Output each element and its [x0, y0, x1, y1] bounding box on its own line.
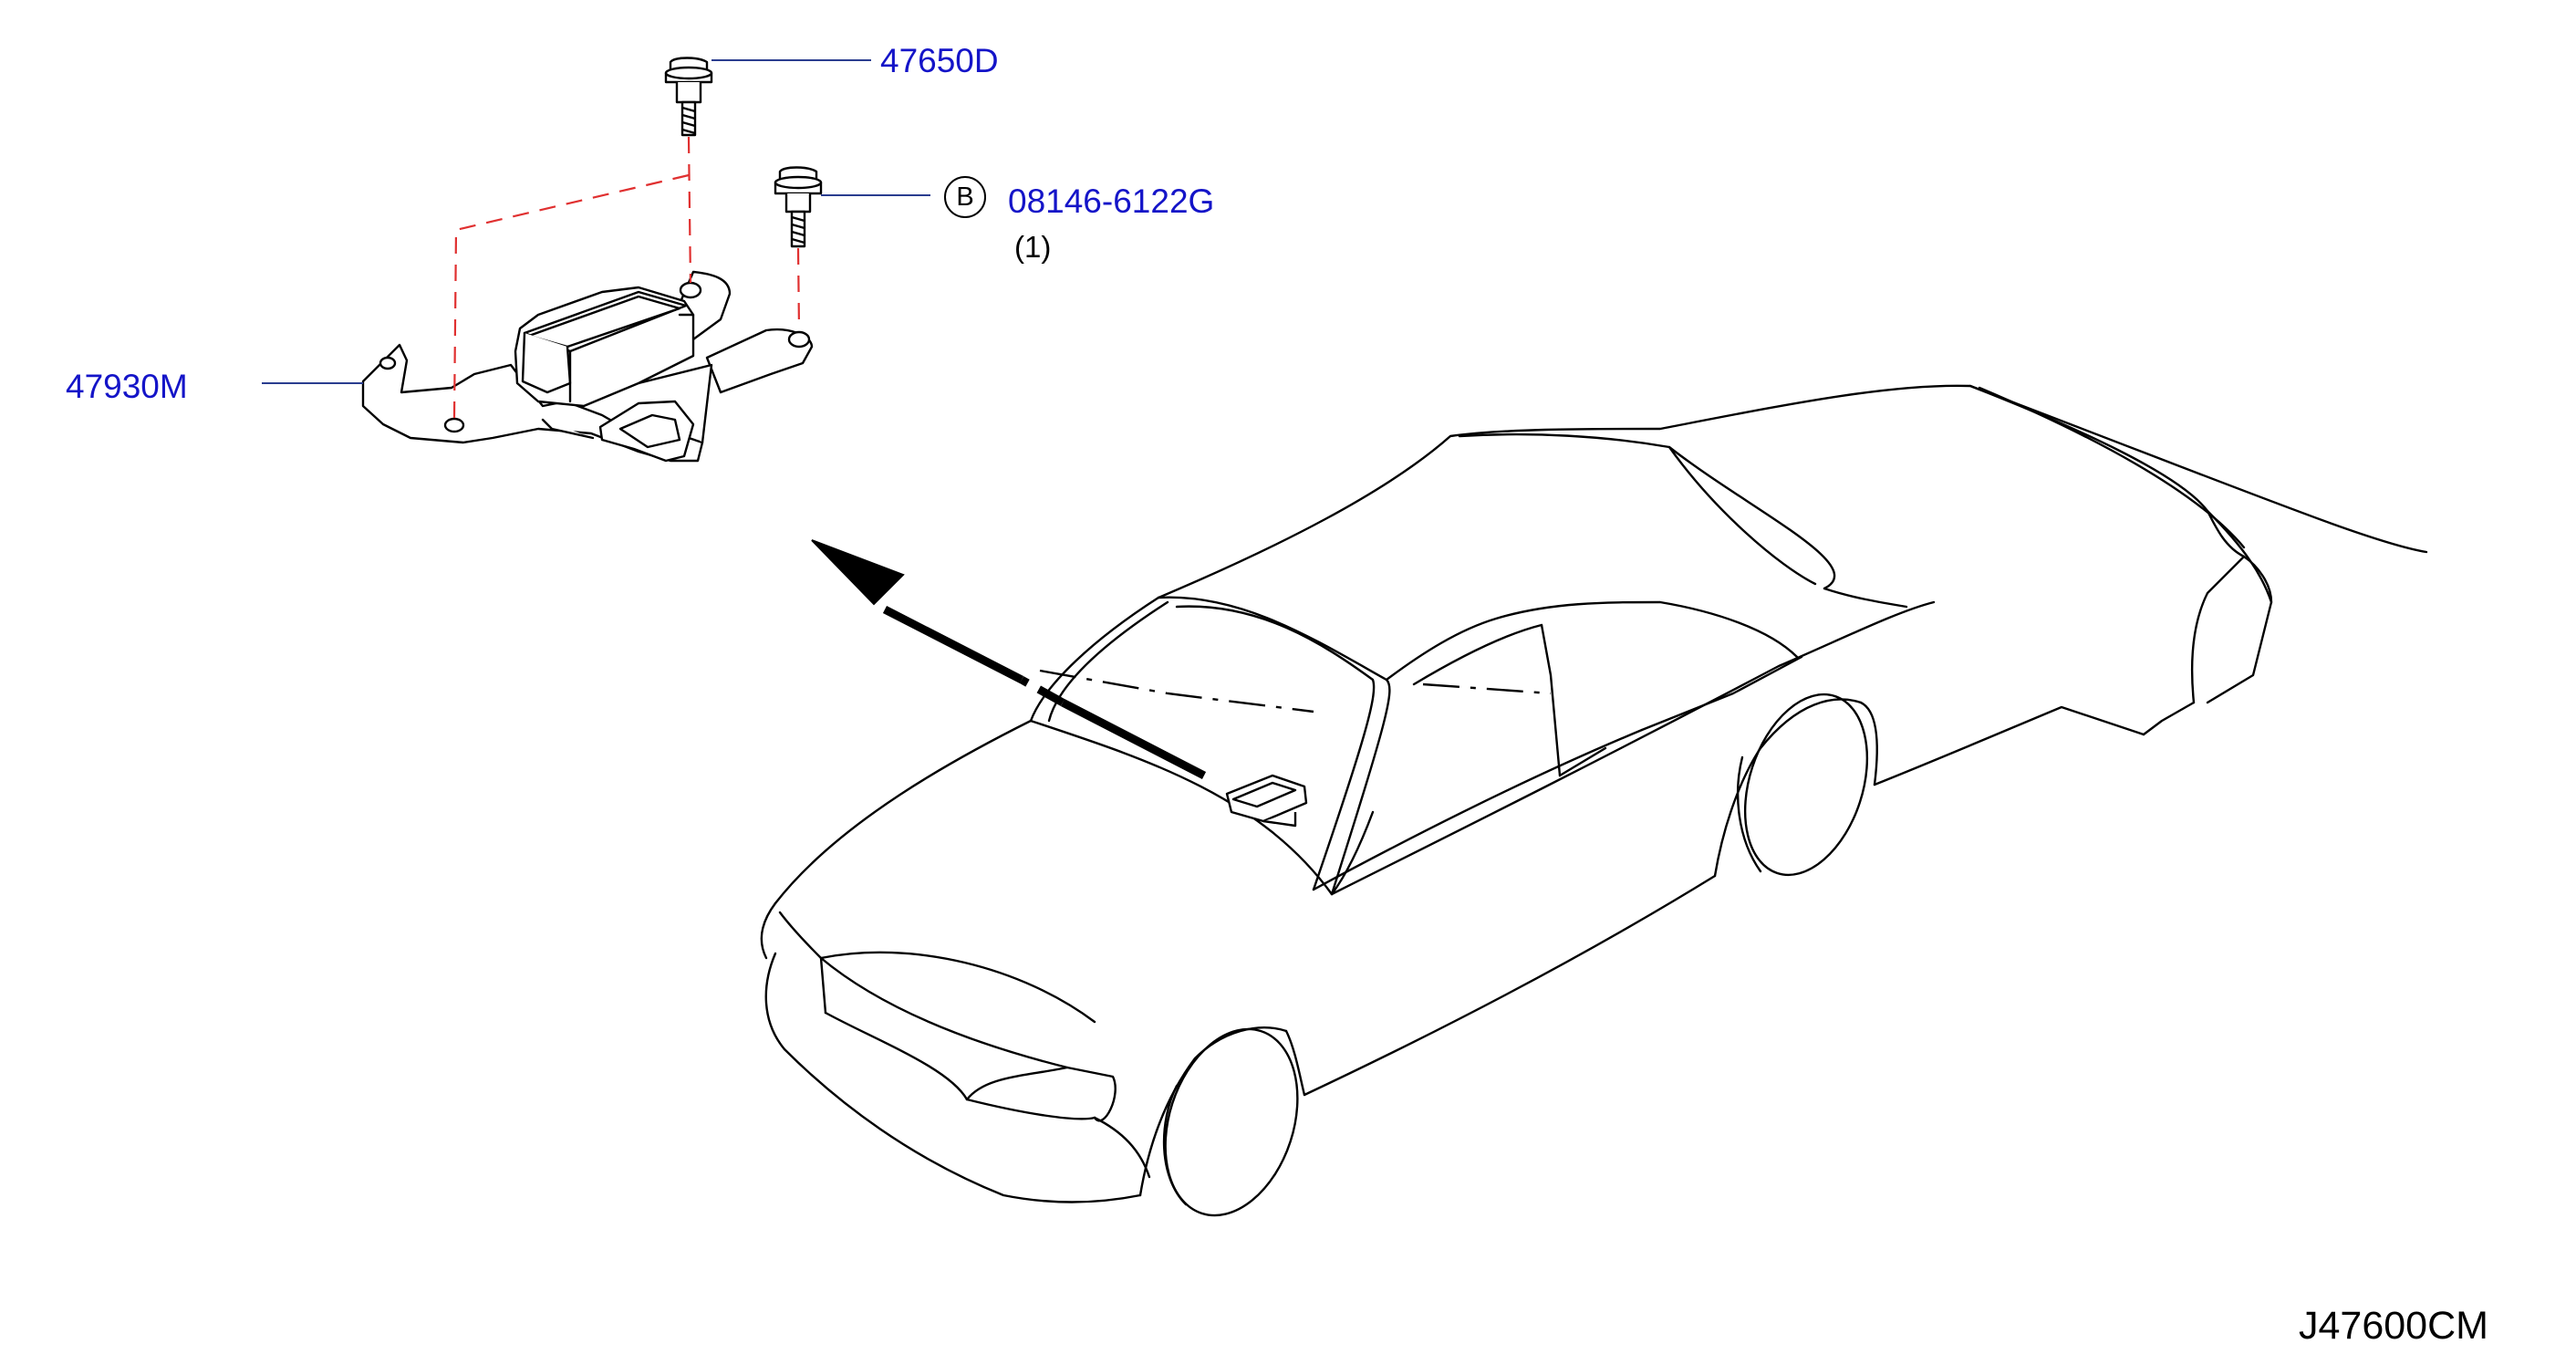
bolt-08146-6122g [774, 166, 823, 248]
bolt-47650d [664, 57, 713, 137]
part-number-47930m: 47930M [66, 368, 188, 405]
sensor-on-car [1225, 774, 1308, 828]
car-illustration [760, 384, 2428, 1217]
phantom-lines [1039, 669, 1552, 713]
part-number-08146-6122g: 08146-6122G [1008, 182, 1215, 220]
bolt-symbol-badge: B [944, 176, 986, 218]
part-number-47650d: 47650D [880, 42, 999, 79]
bolt-quantity: (1) [1014, 230, 1052, 264]
diagram-reference-code: J47600CM [2299, 1304, 2488, 1348]
leader-lines [262, 59, 930, 384]
sensor-bracket-assembly [361, 270, 814, 463]
alignment-lines [452, 136, 801, 419]
location-arrow [811, 539, 1207, 779]
